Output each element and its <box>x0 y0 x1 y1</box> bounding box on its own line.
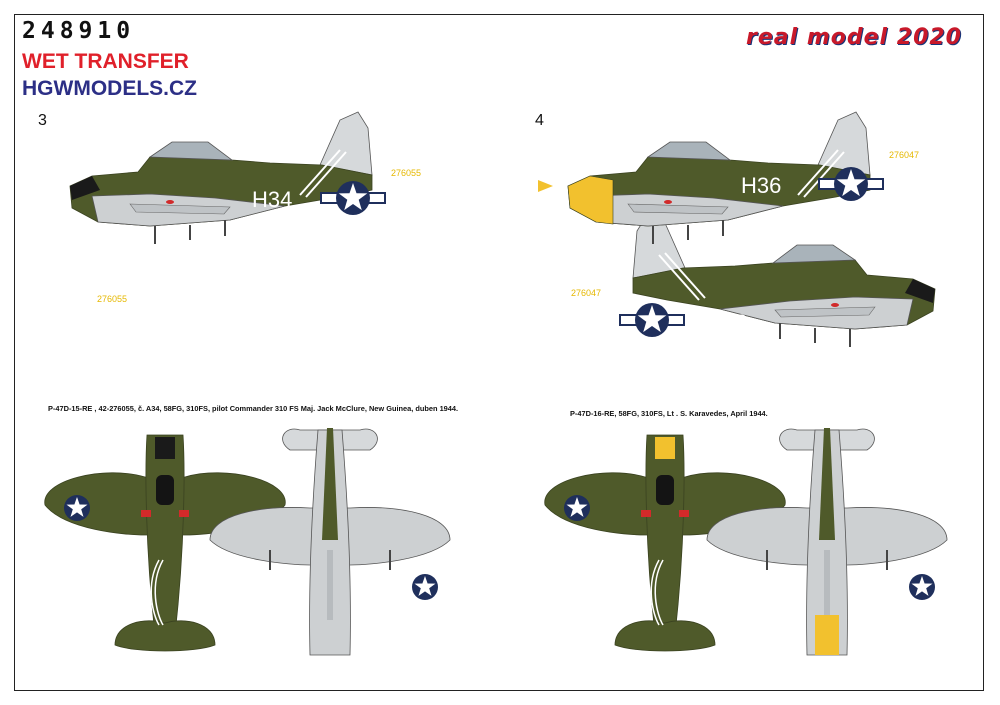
scheme-4-serial-left: 276047 <box>889 150 919 160</box>
scheme-4-code-right: H36 <box>707 310 747 335</box>
scheme-3-side-left: H34 276055 <box>69 111 421 245</box>
website: HGWMODELS.CZ <box>22 77 197 100</box>
scheme-4-bottom-view <box>706 427 948 656</box>
scheme-4-number: 4 <box>535 112 544 129</box>
transfer-type: WET TRANSFER <box>22 50 189 73</box>
product-code: 248910 <box>22 18 136 44</box>
scheme-4-code-left: H36 <box>741 173 781 198</box>
scheme-3-side-right <box>619 214 936 348</box>
scheme-3-bottom-view <box>209 427 451 656</box>
scheme-4-caption: P-47D-16-RE, 58FG, 310FS, Lt . S. Karave… <box>570 409 768 418</box>
scheme-4-serial-right: 276047 <box>571 288 601 298</box>
brand-logo: real model 2020 <box>746 25 962 50</box>
scheme-3-serial-right: 276055 <box>97 294 127 304</box>
scheme-4-side-left: H36 276047 <box>538 111 919 245</box>
scheme-3-serial-left: 276055 <box>391 168 421 178</box>
scheme-3-code-right: H34 <box>218 310 258 335</box>
scheme-3-number: 3 <box>38 112 47 129</box>
scheme-3-code-left: H34 <box>252 187 292 212</box>
scheme-3-caption: P-47D-15-RE , 42-276055, č. A34, 58FG, 3… <box>48 404 459 413</box>
sheet-border <box>14 14 984 691</box>
scheme-4-top-view <box>543 434 787 652</box>
scheme-3-top-view <box>43 434 287 652</box>
